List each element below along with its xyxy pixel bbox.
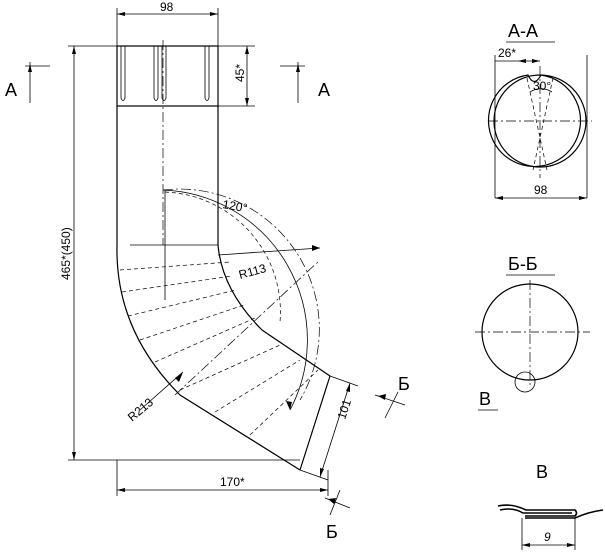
section-aa-title: А-А — [508, 21, 538, 41]
section-aa-groove: 26* — [498, 46, 516, 60]
detail-v-dim: 9 — [544, 530, 551, 544]
section-aa-diameter: 98 — [534, 183, 548, 197]
detail-v-title: В — [536, 462, 548, 482]
dim-height: 465*(450) — [59, 227, 73, 280]
section-b-upper: Б — [398, 374, 410, 394]
crimp-grooves — [120, 46, 210, 101]
section-a-left: А — [5, 80, 17, 100]
main-view: 98 45* — [5, 0, 410, 542]
section-aa-angle: 30° — [533, 79, 551, 93]
dim-bottom: 170* — [220, 475, 245, 489]
dim-end-height: 101 — [335, 397, 355, 421]
section-aa: А-А 26* 30° 98 — [487, 21, 592, 200]
angle-label: 120° — [221, 197, 248, 215]
dim-crimp: 45* — [233, 64, 247, 82]
detail-v: В 9 — [497, 462, 604, 550]
section-bb-title: Б-Б — [508, 254, 538, 274]
section-a-right: А — [318, 80, 330, 100]
radius-inner-label: R113 — [237, 261, 268, 282]
dim-width-top: 98 — [160, 0, 174, 14]
detail-v-callout: В — [479, 389, 491, 409]
section-bb: Б-Б В — [475, 254, 590, 411]
section-b-lower: Б — [326, 522, 338, 542]
